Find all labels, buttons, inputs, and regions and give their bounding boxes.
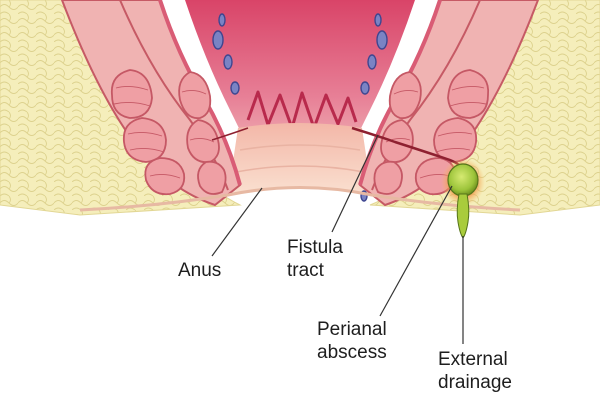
left-sphincter-muscle (110, 69, 227, 196)
left-blood-vessels (212, 13, 240, 95)
right-blood-vessels (360, 13, 388, 202)
drainage-drip (456, 193, 470, 239)
label-external-drainage: External drainage (438, 349, 512, 393)
perianal-skin-line (79, 186, 521, 212)
label-anus: Anus (178, 260, 222, 281)
label-leader-lines (211, 134, 464, 344)
rectal-folds (246, 90, 358, 130)
abscess (447, 163, 479, 197)
label-fistula-tract: Fistula tract (287, 237, 343, 281)
label-perianal-abscess: Perianal abscess (317, 319, 387, 363)
anal-canal-skin (228, 123, 372, 195)
